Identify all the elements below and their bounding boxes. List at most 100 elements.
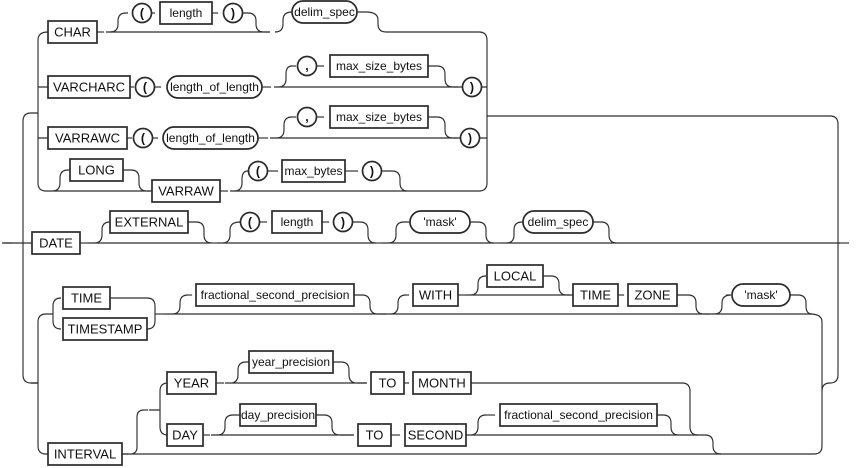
- keyword-varrawc-label: VARRAWC: [55, 131, 120, 146]
- keyword-timestamp-label: TIMESTAMP: [68, 322, 143, 337]
- rparen-label: ): [341, 216, 345, 230]
- rail-varraw-row: [46, 169, 479, 192]
- keyword-year: YEAR: [166, 371, 217, 395]
- keyword-varraw-label: VARRAW: [158, 184, 214, 199]
- keyword-zone-label: ZONE: [634, 288, 670, 303]
- keyword-year-label: YEAR: [174, 376, 209, 391]
- rparen-circle-varrawc: ): [459, 127, 481, 149]
- rail-group-exit: [487, 115, 839, 375]
- rparen-label: ): [470, 81, 474, 95]
- variable-max-bytes: max_bytes: [281, 159, 346, 183]
- lparen-label: (: [140, 7, 145, 21]
- variable-length-of-length-varrawc: length_of_length: [162, 126, 259, 150]
- keyword-to-month: TO: [370, 371, 405, 395]
- keyword-second: SECOND: [404, 423, 467, 447]
- keyword-date: DATE: [31, 231, 81, 255]
- variable-fractional-second-precision-interval: fractional_second_precision: [499, 403, 658, 427]
- variable-mask-date: 'mask': [409, 210, 471, 234]
- lparen-circle-varcharc: (: [134, 76, 156, 98]
- rail-time-choice: [46, 297, 156, 330]
- comma-circle-varrawc: ,: [296, 106, 318, 128]
- keyword-external: EXTERNAL: [109, 210, 189, 234]
- variable-length-of-length-label: length_of_length: [170, 80, 259, 94]
- variable-length-label: length: [281, 215, 314, 229]
- variable-max-size-bytes-label: max_size_bytes: [336, 110, 422, 124]
- rail-day-row: [211, 414, 722, 455]
- lparen-label: (: [256, 165, 261, 179]
- keyword-with: WITH: [412, 283, 459, 307]
- rail-year-row: [225, 361, 699, 436]
- rparen-circle-varcharc: ): [461, 76, 483, 98]
- keyword-timestamp: TIMESTAMP: [62, 317, 148, 341]
- variable-max-size-bytes-label: max_size_bytes: [336, 59, 422, 73]
- keyword-interval: INTERVAL: [47, 442, 123, 466]
- keyword-long: LONG: [69, 158, 124, 182]
- keyword-interval-label: INTERVAL: [54, 447, 116, 462]
- rail-group-spine-left: [31, 31, 49, 192]
- rparen-label: ): [468, 132, 472, 146]
- variable-delim-spec-label: delim_spec: [528, 215, 589, 229]
- comma-circle-varcharc: ,: [296, 55, 318, 77]
- rail-lower-spine: [31, 313, 47, 455]
- variable-length-label: length: [170, 6, 203, 20]
- rparen-circle-varraw: ): [361, 160, 383, 182]
- rail-right-lower: [809, 313, 823, 455]
- keyword-varrawc: VARRAWC: [47, 126, 128, 150]
- variable-year-precision-label: year_precision: [252, 355, 330, 369]
- lparen-label: (: [248, 216, 253, 230]
- rail-char-row: [106, 11, 479, 33]
- keyword-long-label: LONG: [78, 163, 115, 178]
- keyword-time-label: TIME: [71, 291, 102, 306]
- keyword-local: LOCAL: [486, 264, 544, 288]
- keyword-local-label: LOCAL: [494, 269, 537, 284]
- keyword-time-zone: TIME: [572, 283, 619, 307]
- keyword-external-label: EXTERNAL: [115, 215, 184, 230]
- rparen-circle-char: ): [222, 2, 244, 24]
- rail-date-row: [88, 221, 840, 244]
- keyword-to-label: TO: [366, 428, 384, 443]
- rail-right-jog: [821, 374, 839, 392]
- keyword-zone: ZONE: [627, 283, 678, 307]
- variable-mask-label: 'mask': [744, 288, 777, 302]
- keyword-month-label: MONTH: [418, 376, 466, 391]
- keyword-to-label: TO: [379, 376, 397, 391]
- rail-interval-row: [46, 382, 814, 455]
- keyword-time-label: TIME: [580, 288, 611, 303]
- variable-delim-spec-label: delim_spec: [294, 5, 355, 19]
- lparen-label: (: [141, 132, 146, 146]
- variable-max-bytes-label: max_bytes: [284, 164, 342, 178]
- rparen-label: ): [370, 165, 374, 179]
- rail-varcharc-row: [274, 65, 463, 88]
- rparen-circle-date: ): [332, 211, 354, 233]
- variable-mask-time: 'mask': [731, 283, 791, 307]
- variable-day-precision: day_precision: [239, 403, 317, 427]
- variable-delim-spec-char: delim_spec: [291, 0, 358, 24]
- keyword-day-label: DAY: [172, 428, 198, 443]
- keyword-month: MONTH: [412, 371, 472, 395]
- comma-label: ,: [305, 110, 308, 124]
- lparen-circle-date: (: [239, 211, 261, 233]
- keyword-day: DAY: [166, 423, 204, 447]
- lparen-circle-varrawc: (: [132, 127, 154, 149]
- variable-year-precision: year_precision: [248, 350, 334, 374]
- variable-day-precision-label: day_precision: [241, 408, 315, 422]
- variable-fractional-second-precision-time: fractional_second_precision: [195, 283, 355, 307]
- keyword-char: CHAR: [47, 20, 98, 44]
- keyword-second-label: SECOND: [408, 428, 464, 443]
- keyword-with-label: WITH: [419, 288, 452, 303]
- keyword-to-second: TO: [357, 423, 392, 447]
- variable-max-size-bytes-varcharc: max_size_bytes: [329, 54, 429, 78]
- variable-length-char: length: [159, 1, 213, 25]
- keyword-varcharc: VARCHARC: [47, 75, 131, 99]
- lparen-circle-varraw: (: [247, 160, 269, 182]
- lparen-circle-char: (: [131, 2, 153, 24]
- rail-time-row: [164, 275, 813, 315]
- keyword-varraw: VARRAW: [151, 179, 221, 203]
- keyword-char-label: CHAR: [54, 25, 91, 40]
- keyword-time-choice: TIME: [62, 286, 111, 310]
- rail-outer-spine: [22, 112, 38, 384]
- rparen-label: ): [231, 7, 235, 21]
- variable-fractional-second-precision-label: fractional_second_precision: [504, 408, 653, 422]
- diagram-arrows: [4, 12, 849, 454]
